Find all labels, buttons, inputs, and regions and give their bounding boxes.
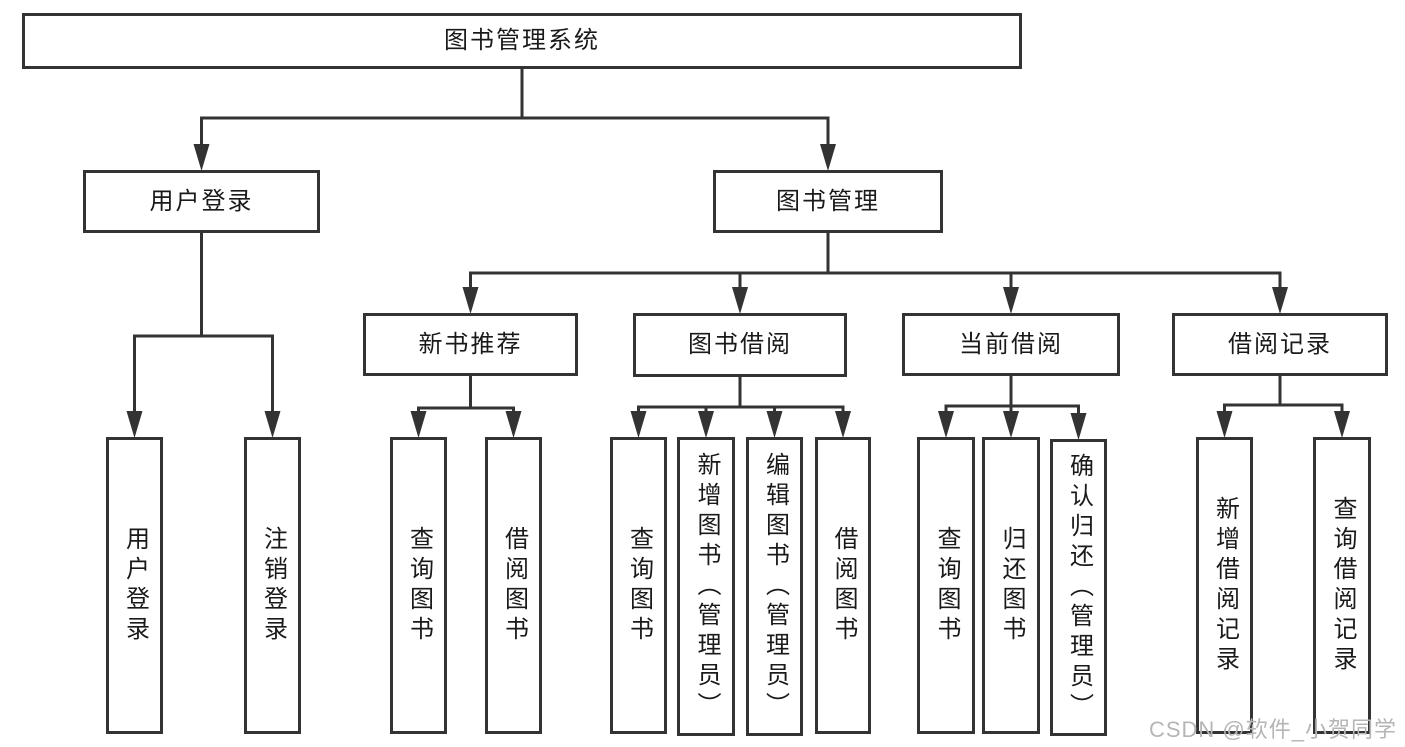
node-login-leaf: 用户登录: [106, 437, 163, 734]
node-root: 图书管理系统: [22, 13, 1022, 69]
node-cb-query-books: 查询图书: [917, 437, 975, 734]
node-logout-leaf: 注销登录: [244, 437, 301, 734]
node-current-borrow: 当前借阅: [902, 313, 1120, 376]
node-borrow-records: 借阅记录: [1172, 313, 1388, 376]
node-bb-add-books: 新增图书（管理员）: [677, 437, 735, 736]
node-bb-query-books: 查询图书: [610, 437, 667, 734]
node-user-login: 用户登录: [83, 170, 320, 233]
node-new-book-rec: 新书推荐: [363, 313, 578, 376]
node-book-borrow: 图书借阅: [633, 313, 847, 377]
node-br-query-record: 查询借阅记录: [1313, 437, 1371, 734]
node-nb-borrow-books: 借阅图书: [485, 437, 542, 734]
node-bb-borrow-books: 借阅图书: [815, 437, 871, 734]
node-book-mgmt: 图书管理: [713, 170, 943, 233]
node-nb-query-books: 查询图书: [390, 437, 447, 734]
node-cb-return-books: 归还图书: [982, 437, 1040, 734]
node-br-add-record: 新增借阅记录: [1196, 437, 1253, 734]
watermark: CSDN @软件_小贺同学: [1148, 717, 1397, 742]
node-cb-confirm-return: 确认归还（管理员）: [1050, 439, 1107, 736]
node-bb-edit-books: 编辑图书（管理员）: [746, 437, 803, 736]
